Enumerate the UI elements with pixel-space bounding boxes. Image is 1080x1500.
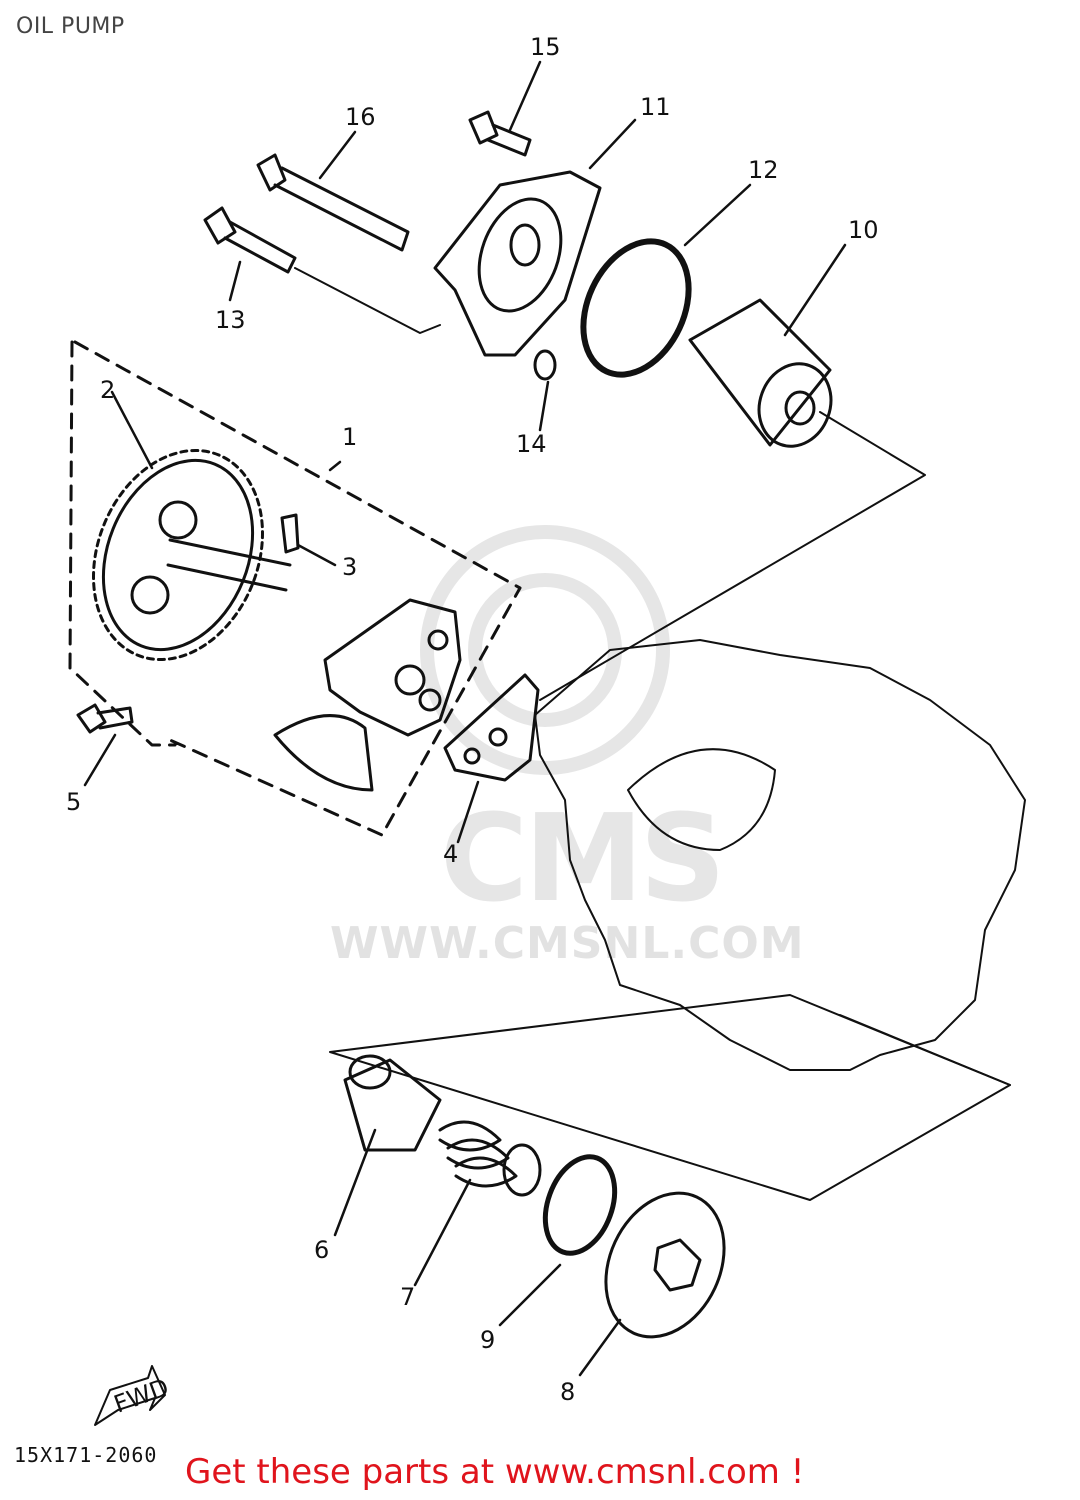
callout-10: 10: [848, 216, 879, 244]
callout-11: 11: [640, 93, 671, 121]
callout-8: 8: [560, 1378, 575, 1406]
part-7-spring: [438, 1120, 542, 1197]
part-14-washer: [533, 349, 557, 381]
part-16-bolt: [256, 153, 410, 252]
part-12-o-ring: [580, 238, 692, 378]
part-9-o-ring: [542, 1154, 618, 1256]
crankcase-outline: [534, 639, 1026, 1071]
callout-13: 13: [215, 306, 246, 334]
callout-7: 7: [400, 1283, 415, 1311]
strainer-leader: [329, 994, 1011, 1201]
part-6-strainer: [343, 1054, 442, 1152]
callout-6: 6: [314, 1236, 329, 1264]
part-2-gear: [92, 448, 292, 662]
pump-body: [273, 598, 462, 792]
watermark-url: WWW.CMSNL.COM: [330, 918, 805, 969]
fwd-label: FWD: [110, 1373, 172, 1418]
part-3-key: [280, 513, 300, 554]
part-13-bolt: [203, 206, 297, 274]
watermark-brand: CMS: [440, 790, 726, 929]
fwd-arrow-icon: [94, 1365, 166, 1426]
callout-16: 16: [345, 103, 376, 131]
part-15-bolt: [468, 110, 532, 157]
callout-9: 9: [480, 1326, 495, 1354]
page-title: OIL PUMP: [16, 14, 125, 39]
part-11-cover: [433, 170, 602, 357]
callout-3: 3: [342, 553, 357, 581]
callout-1: 1: [342, 423, 357, 451]
part-10-oil-filter: [688, 298, 833, 448]
part-5-screw: [76, 703, 134, 734]
callout-14: 14: [516, 430, 547, 458]
filter-leader: [539, 411, 926, 701]
callout-12: 12: [748, 156, 779, 184]
callout-15: 15: [530, 33, 561, 61]
part-8-drain-plug: [604, 1191, 726, 1339]
assembly-1-boundary: [68, 340, 522, 837]
part-4-gasket: [443, 673, 540, 782]
callout-numbers: 15 11 16 12 10 13 14 2 1 3 5 4 6 7 9 8 F…: [66, 33, 879, 1419]
footer-promo-link[interactable]: Get these parts at www.cmsnl.com !: [185, 1452, 805, 1492]
callout-4: 4: [443, 840, 458, 868]
callout-5: 5: [66, 788, 81, 816]
drawing-code: 15X171-2060: [14, 1443, 158, 1467]
callout-2: 2: [100, 376, 115, 404]
callout-leaders: [83, 60, 847, 1377]
